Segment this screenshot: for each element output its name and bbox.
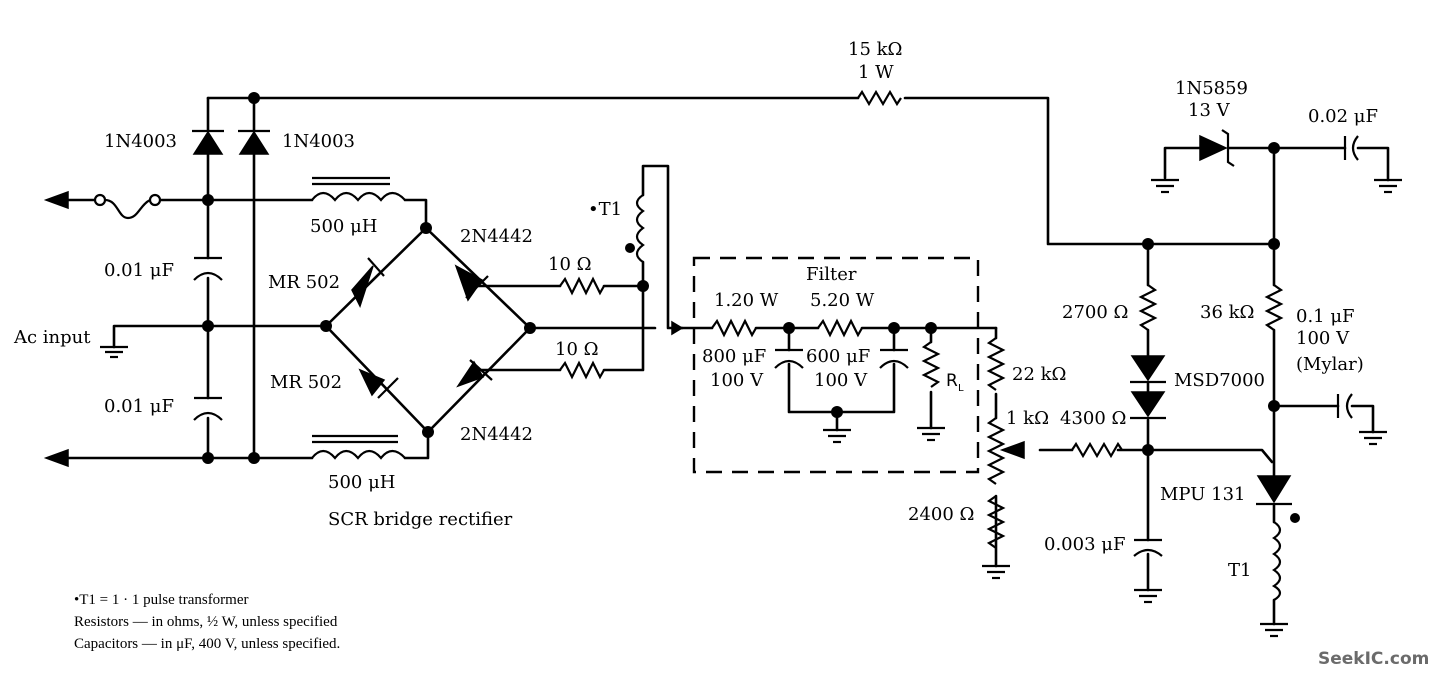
label-36k: 36 kΩ <box>1200 302 1254 323</box>
label-mpu131: MPU 131 <box>1160 484 1245 505</box>
scr-2n4442-top <box>454 264 489 302</box>
label-1n5859: 1N5859 <box>1175 78 1248 99</box>
ground-icon-0-02uf <box>1374 178 1402 194</box>
resistor-4300 <box>1071 441 1123 459</box>
label-1n4003-right: 1N4003 <box>282 131 355 152</box>
diode-mr502-bottom <box>358 368 399 399</box>
resistor-36k <box>1264 284 1284 331</box>
note-resistors: Resistors — in ohms, ½ W, unless specifi… <box>74 614 338 630</box>
capacitor-0-003uf <box>1133 538 1163 557</box>
diode-mr502-top <box>351 257 385 308</box>
note-capacitors: Capacitors — in μF, 400 V, unless specif… <box>74 636 340 652</box>
label-filter: Filter <box>806 264 857 285</box>
label-mr502-bottom: MR 502 <box>270 372 342 393</box>
scr-2n4442-bottom <box>456 359 493 388</box>
ground-icon-t1 <box>1260 622 1288 638</box>
label-cap-top: 0.01 μF <box>104 260 174 281</box>
label-1-20w: 1.20 W <box>714 290 779 311</box>
label-mylar: (Mylar) <box>1296 354 1364 375</box>
resistor-2700 <box>1138 284 1158 331</box>
label-mr502-top: MR 502 <box>268 272 340 293</box>
transformer-t1-secondary <box>1271 513 1300 601</box>
label-22k: 22 kΩ <box>1012 364 1066 385</box>
label-800uf: 800 μF <box>702 346 766 367</box>
diode-1n4003-left <box>192 129 224 155</box>
label-msd7000: MSD7000 <box>1174 370 1265 391</box>
filter-box <box>692 256 980 474</box>
label-4300: 4300 Ω <box>1060 408 1126 429</box>
label-15k: 15 kΩ <box>848 39 902 60</box>
note-t1: •T1 = 1 · 1 pulse transformer <box>74 592 249 608</box>
label-pot-1k: 1 kΩ <box>1006 408 1049 429</box>
label-cap-bottom: 0.01 μF <box>104 396 174 417</box>
label-rl: R <box>946 371 958 391</box>
ac-terminal-top-arrow <box>43 190 69 210</box>
t1-arrow <box>671 320 684 336</box>
label-600uf-v: 100 V <box>814 370 868 391</box>
ground-icon-2400 <box>982 564 1010 580</box>
label-15k-watt: 1 W <box>858 62 894 83</box>
label-rl-sub: L <box>958 383 964 394</box>
ground-icon-mylar <box>1359 430 1387 446</box>
capacitor-0-02uf <box>1343 135 1359 161</box>
capacitor-800uf <box>774 348 804 369</box>
ground-icon-filter <box>823 428 851 444</box>
label-inductor-bottom: 500 μH <box>328 472 395 493</box>
label-13v: 13 V <box>1188 100 1231 121</box>
resistor-rl <box>921 341 941 388</box>
resistor-22k <box>986 337 1006 391</box>
inductor-500uh-top <box>311 176 406 202</box>
diode-1n4003-right <box>238 129 270 155</box>
label-0-1uf: 0.1 μF <box>1296 306 1355 327</box>
resistor-1-20w <box>711 318 757 338</box>
label-10-ohm-top: 10 Ω <box>548 254 592 275</box>
ground-icon-ac-input <box>100 345 128 359</box>
resistor-2400 <box>986 495 1006 549</box>
label-10-ohm-bottom: 10 Ω <box>555 339 599 360</box>
fuse-icon <box>93 193 162 220</box>
label-0-02uf: 0.02 μF <box>1308 106 1378 127</box>
label-600uf: 600 μF <box>806 346 870 367</box>
ground-icon-zener <box>1151 178 1179 194</box>
label-800uf-v: 100 V <box>710 370 764 391</box>
label-2700: 2700 Ω <box>1062 302 1128 323</box>
potentiometer-1k <box>986 417 1025 485</box>
label-0-003uf: 0.003 μF <box>1044 534 1125 555</box>
label-5-20w: 5.20 W <box>810 290 875 311</box>
label-inductor-top: 500 μH <box>310 216 377 237</box>
ground-icon-rl <box>917 426 945 442</box>
label-2n4442-top: 2N4442 <box>460 226 533 247</box>
label-t1-primary: •T1 <box>588 199 622 220</box>
capacitor-0-01uf-bottom <box>193 396 223 421</box>
junction-dots <box>202 92 1280 464</box>
put-mpu131 <box>1256 475 1292 506</box>
label-2n4442-bottom: 2N4442 <box>460 424 533 445</box>
zener-1n5859 <box>1199 129 1235 167</box>
label-ac-input: Ac input <box>13 327 91 348</box>
transformer-t1-primary <box>625 194 645 263</box>
label-1n4003-left: 1N4003 <box>104 131 177 152</box>
ground-icon-0-003uf <box>1134 588 1162 604</box>
resistor-10-ohm-top <box>559 276 605 296</box>
inductor-500uh-bottom <box>311 434 406 460</box>
label-bridge-caption: SCR bridge rectifier <box>328 509 513 530</box>
watermark: SeekIC.com <box>1318 649 1429 669</box>
label-100v: 100 V <box>1296 328 1350 349</box>
ac-terminal-bottom-arrow <box>43 448 69 468</box>
capacitor-0-1uf-mylar <box>1336 393 1353 419</box>
diode-msd7000 <box>1130 355 1166 420</box>
label-t1-secondary: T1 <box>1228 560 1251 581</box>
resistor-5-20w <box>817 318 863 338</box>
label-2400: 2400 Ω <box>908 504 974 525</box>
capacitor-600uf <box>879 348 909 369</box>
resistor-10-ohm-bottom <box>559 360 605 380</box>
resistor-15k <box>857 89 902 107</box>
capacitor-0-01uf-top <box>193 256 223 281</box>
